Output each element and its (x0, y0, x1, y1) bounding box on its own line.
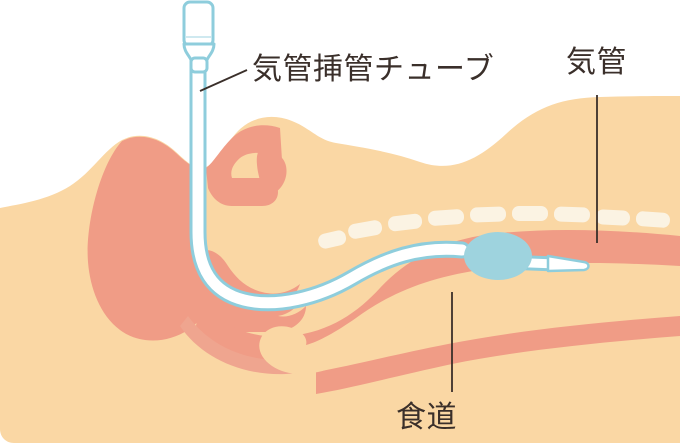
label-endotracheal-tube: 気管挿管チューブ (252, 52, 495, 87)
connector-barrel (182, 0, 215, 48)
cartilage-ring (635, 211, 670, 228)
cartilage-ring (595, 209, 630, 226)
soft-palate (256, 150, 287, 196)
tube-shaft (192, 38, 468, 309)
connector-neck (189, 56, 209, 74)
cartilage-ring (428, 209, 465, 226)
leader-lines (199, 69, 598, 392)
tracheal-cartilage-rings (318, 206, 670, 249)
tongue (87, 136, 206, 341)
leader-line-tube (199, 69, 248, 92)
cartilage-ring (470, 206, 507, 223)
label-trachea: 気管 (566, 45, 627, 80)
cartilage-ring (553, 206, 590, 223)
lower-mucosa-band (316, 316, 680, 394)
inflated-cuff (464, 232, 532, 280)
esophagus (259, 263, 680, 374)
cartilage-ring (348, 220, 383, 239)
cartilage-ring (512, 206, 548, 221)
endotracheal-tube-group (182, 0, 590, 312)
cartilage-ring (318, 230, 347, 249)
esophagus-group (259, 263, 680, 374)
tube-beveled-tip (546, 254, 590, 273)
label-esophagus: 食道 (396, 400, 457, 435)
tube-connector (182, 0, 216, 74)
epiglottis (202, 250, 306, 332)
cartilage-ring (388, 213, 423, 232)
